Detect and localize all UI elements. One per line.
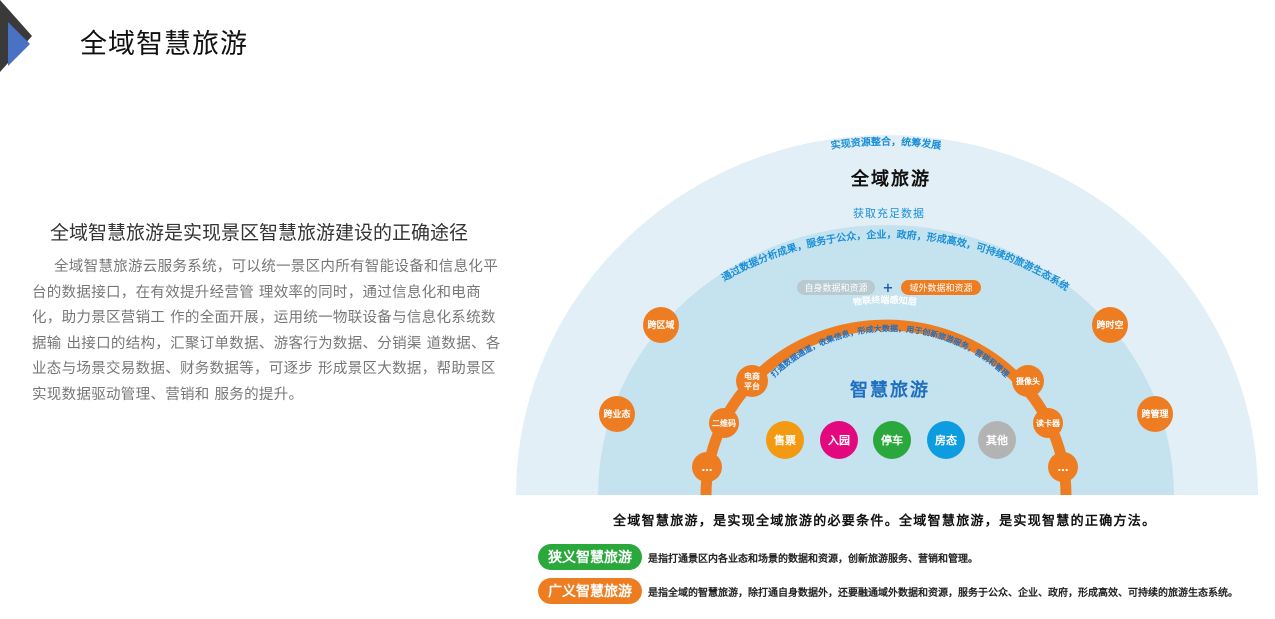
plus-sign: + (883, 281, 894, 296)
broad-definition-text: 是指全域的智慧旅游，除打通自身数据外，还要融通域外数据和资源，服务于公众、企业、… (648, 587, 1238, 599)
summary-text: 全域智慧旅游，是实现全域旅游的必要条件。全域智慧旅游，是实现智慧的正确方法。 (613, 514, 1157, 529)
business-circle (978, 421, 1016, 459)
outer-node-label: 跨管理 (1141, 408, 1168, 420)
iot-node-label: 平台 (744, 381, 760, 391)
page-title: 全域智慧旅游 (80, 29, 248, 60)
svg-text:物联终端感知层: 物联终端感知层 (852, 294, 917, 309)
external-data-label: 域外数据和资源 (909, 282, 972, 294)
definition-broad: 广义智慧旅游 是指全域的智慧旅游，除打通自身数据外，还要融通域外数据和资源，服务… (538, 578, 1238, 604)
business-circle (873, 421, 911, 459)
own-data-label: 自身数据和资源 (804, 282, 867, 294)
business-label: 其他 (986, 433, 1008, 447)
logo-icon (0, 0, 32, 72)
iot-node-label: … (702, 461, 713, 474)
outer-node-cross-industry (599, 396, 635, 432)
inner-title: 智慧旅游 (850, 379, 930, 401)
business-circle (766, 421, 804, 459)
outer-node-cross-region (643, 307, 679, 343)
narrow-definition-text: 是指打通景区内各业态和场景的数据和资源，创新旅游服务、营销和管理。 (648, 553, 978, 565)
business-label: 售票 (773, 433, 796, 447)
iot-node-label: 读卡器 (1036, 418, 1061, 428)
narrow-label-pill: 狭义智慧旅游 (538, 544, 642, 570)
external-data-pill (901, 280, 981, 295)
outer-node-label: 跨业态 (603, 408, 630, 420)
iot-node-more-right (1048, 452, 1078, 482)
iot-node-card-reader (1033, 408, 1063, 438)
iot-node-label: … (1058, 461, 1069, 474)
outer-node-cross-time (1092, 307, 1128, 343)
outer-node-cross-management (1137, 396, 1173, 432)
iot-node-ecommerce (736, 365, 768, 397)
iot-node-more-left (692, 452, 722, 482)
outer-title: 全域旅游 (850, 168, 931, 190)
business-circle (927, 421, 965, 459)
business-circle (820, 421, 858, 459)
iot-node-label: 二维码 (712, 418, 736, 428)
own-data-pill (797, 280, 875, 295)
iot-node-qrcode (709, 408, 739, 438)
iot-layer-label: 物联终端感知层 (852, 294, 917, 309)
outer-node-label: 跨区域 (647, 319, 674, 331)
intro-heading: 全域智慧旅游是实现景区智慧旅游建设的正确途径 (50, 222, 469, 244)
iot-node-label: 摄像头 (1016, 376, 1040, 386)
intro-paragraph: 全域智慧旅游云服务系统，可以统一景区内所有智能设备和信息化平台的数据接口，在有效… (32, 259, 501, 403)
outer-node-label: 跨时空 (1096, 319, 1123, 331)
outer-arc-text: 实现资源整合，统筹发展 (830, 135, 942, 152)
definition-narrow: 狭义智慧旅游 是指打通景区内各业态和场景的数据和资源，创新旅游服务、营销和管理。 (538, 544, 978, 570)
inner-top-text: 获取充足数据 (853, 206, 925, 220)
iot-node-camera (1012, 365, 1044, 397)
broad-label-pill: 广义智慧旅游 (538, 578, 642, 604)
svg-text:实现资源整合，统筹发展: 实现资源整合，统筹发展 (830, 135, 942, 152)
inner-semicircle (598, 225, 1174, 495)
business-label: 停车 (881, 433, 903, 447)
business-label: 房态 (935, 433, 957, 447)
iot-node-label: 电商 (744, 371, 760, 381)
business-label: 入园 (828, 434, 850, 447)
